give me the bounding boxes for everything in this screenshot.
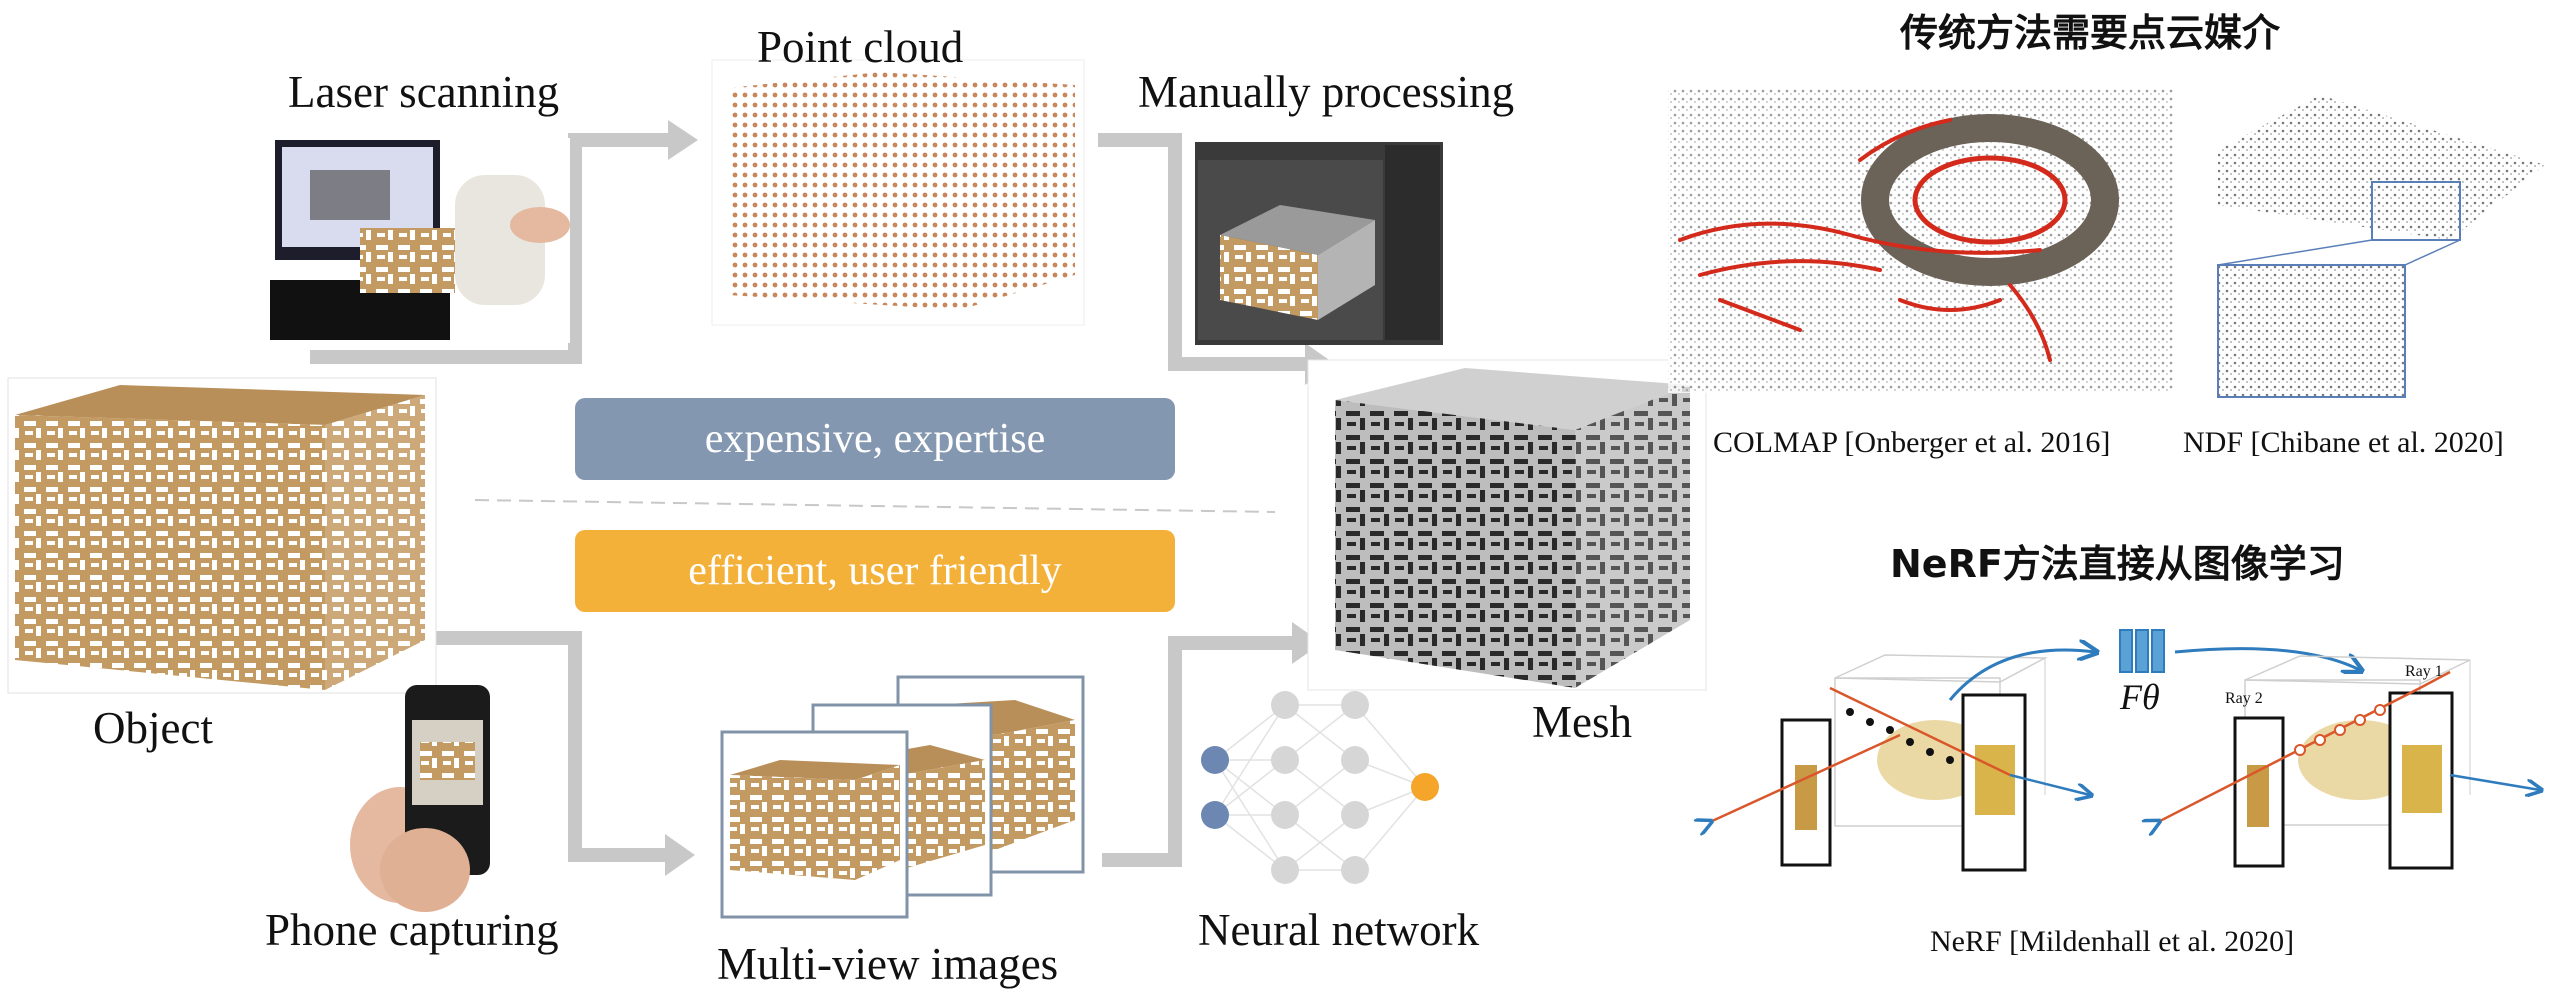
arrow-object-to-scan <box>310 133 680 364</box>
caption-colmap: COLMAP [Onberger et al. 2016] <box>1713 426 2111 459</box>
label-ray-1: Ray 1 <box>2405 663 2443 680</box>
nn-edges <box>1214 704 1426 871</box>
label-laser-scanning: Laser scanning <box>288 67 560 117</box>
nn-hidden-node <box>1341 691 1369 719</box>
nn-hidden-node <box>1271 691 1299 719</box>
label-phone-capturing: Phone capturing <box>265 905 559 955</box>
nn-input-node <box>1201 801 1229 829</box>
badge-efficient-user-friendly: efficient, user friendly <box>575 530 1175 612</box>
label-mesh: Mesh <box>1532 697 1632 747</box>
title-nerf-methods: NeRF方法直接从图像学习 <box>1890 542 2345 586</box>
mesh-image <box>1307 359 1707 691</box>
nn-hidden-node <box>1271 801 1299 829</box>
object-image <box>7 377 437 694</box>
label-manually-processing: Manually processing <box>1138 67 1515 117</box>
arrow-object-to-phone <box>310 631 670 862</box>
arrowhead-phone <box>665 834 695 876</box>
multi-view-images <box>720 675 1085 919</box>
nn-hidden-node <box>1341 746 1369 774</box>
label-ray-2: Ray 2 <box>2225 690 2263 707</box>
nn-hidden-node <box>1341 856 1369 884</box>
laser-scanning-image <box>270 138 570 343</box>
label-f-theta: Fθ <box>2120 677 2160 717</box>
arrow-pointcloud-to-processing <box>1098 133 1310 371</box>
flow-arrows <box>310 120 1335 876</box>
arrow-nn-to-mesh <box>1102 636 1300 867</box>
point-cloud-image <box>711 59 1085 326</box>
label-multi-view-images: Multi-view images <box>717 939 1059 989</box>
title-traditional-methods: 传统方法需要点云媒介 <box>1900 11 2281 55</box>
blender-screenshot <box>1195 142 1443 345</box>
nn-hidden-node <box>1341 801 1369 829</box>
ndf-image <box>2217 95 2545 398</box>
divider-line <box>474 499 1276 513</box>
arrowhead-scan <box>668 120 698 160</box>
nn-input-node <box>1201 746 1229 774</box>
phone-capturing-image <box>350 685 490 912</box>
label-object: Object <box>93 703 213 753</box>
nn-output-node <box>1411 773 1439 801</box>
badge-expensive-expertise: expensive, expertise <box>575 398 1175 480</box>
caption-ndf: NDF [Chibane et al. 2020] <box>2183 426 2504 459</box>
neural-network-diagram <box>1201 691 1439 884</box>
label-point-cloud: Point cloud <box>757 22 964 72</box>
nn-hidden-node <box>1271 746 1299 774</box>
nn-hidden-node <box>1271 856 1299 884</box>
label-neural-network: Neural network <box>1198 905 1480 955</box>
arrowhead-mesh <box>1292 622 1322 664</box>
colmap-image <box>1668 88 2173 393</box>
nerf-diagram <box>1710 629 2540 872</box>
caption-nerf: NeRF [Mildenhall et al. 2020] <box>1930 925 2295 958</box>
